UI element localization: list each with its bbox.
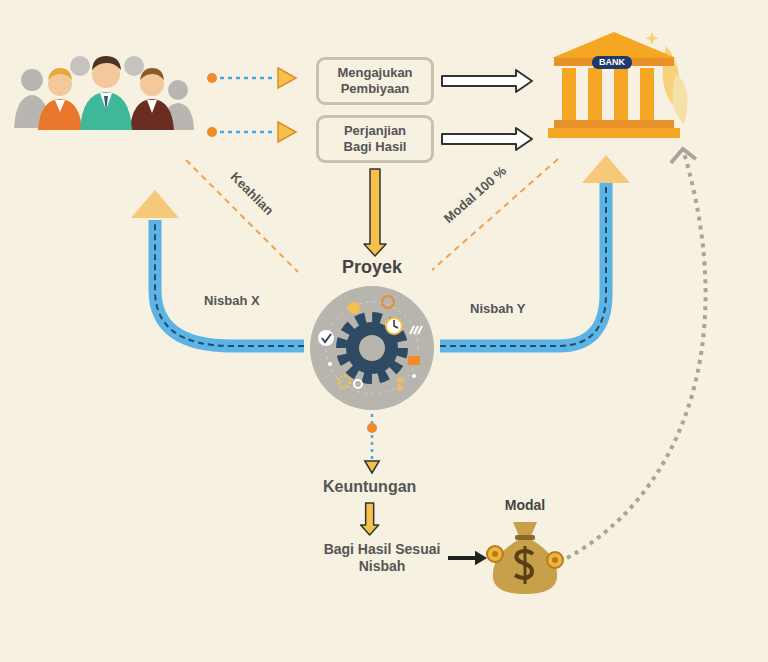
connector (364, 169, 386, 256)
circle-shape (310, 286, 434, 410)
block-arrow (361, 503, 379, 535)
bank-building: BANK (548, 28, 693, 143)
process-box: Perjanjian Bagi Hasil (316, 115, 434, 163)
arrow-head (671, 149, 696, 163)
nisbah-x-arrow (131, 190, 304, 346)
connector (440, 155, 630, 346)
node-text: Perjanjian Bagi Hasil (329, 123, 421, 155)
connector (432, 159, 558, 270)
dotted-line (371, 414, 374, 461)
connector (365, 414, 379, 473)
edge-label: Modal 100 % (441, 163, 509, 226)
leader-lines (207, 68, 296, 142)
money-bag-illustration (485, 514, 565, 596)
process-box: Mengajukan Pembiyaan (316, 57, 434, 105)
bank-sign: BANK (592, 56, 632, 69)
dotted-curve (567, 149, 706, 558)
node-heading: Proyek (308, 254, 436, 280)
connector (567, 149, 706, 558)
connector (442, 128, 532, 150)
node-text: Bagi Hasil Sesuai Nisbah (320, 541, 444, 575)
edge-label: Nisbah Y (470, 301, 525, 316)
straight-arrow (448, 556, 477, 560)
gear-illustration (310, 286, 434, 410)
node-heading: Modal (484, 496, 566, 514)
block-arrow (442, 128, 532, 150)
people-illustration (14, 56, 194, 130)
edge-label: Nisbah X (204, 293, 260, 308)
connector (442, 70, 532, 92)
project-circle: Proyek (308, 254, 436, 410)
keahlian-line (186, 160, 298, 272)
connector (448, 551, 487, 565)
block-arrow (442, 70, 532, 92)
arrow-head (582, 155, 630, 183)
node-text: Keuntungan (323, 477, 416, 497)
result-text: Bagi Hasil Sesuai Nisbah (320, 541, 444, 575)
arrow-head (475, 551, 487, 565)
arrow-head (365, 461, 379, 473)
bag-shape (485, 514, 565, 596)
connector (361, 503, 379, 535)
node-text: Mengajukan Pembiyaan (329, 65, 421, 97)
money-bag: Modal (484, 496, 566, 596)
block-arrow (364, 169, 386, 256)
result-text: Keuntungan (323, 477, 416, 497)
dashed-line (432, 159, 558, 270)
start-dot (367, 423, 377, 433)
edge-label: Keahlian (228, 169, 277, 218)
bank-illustration (548, 28, 693, 143)
